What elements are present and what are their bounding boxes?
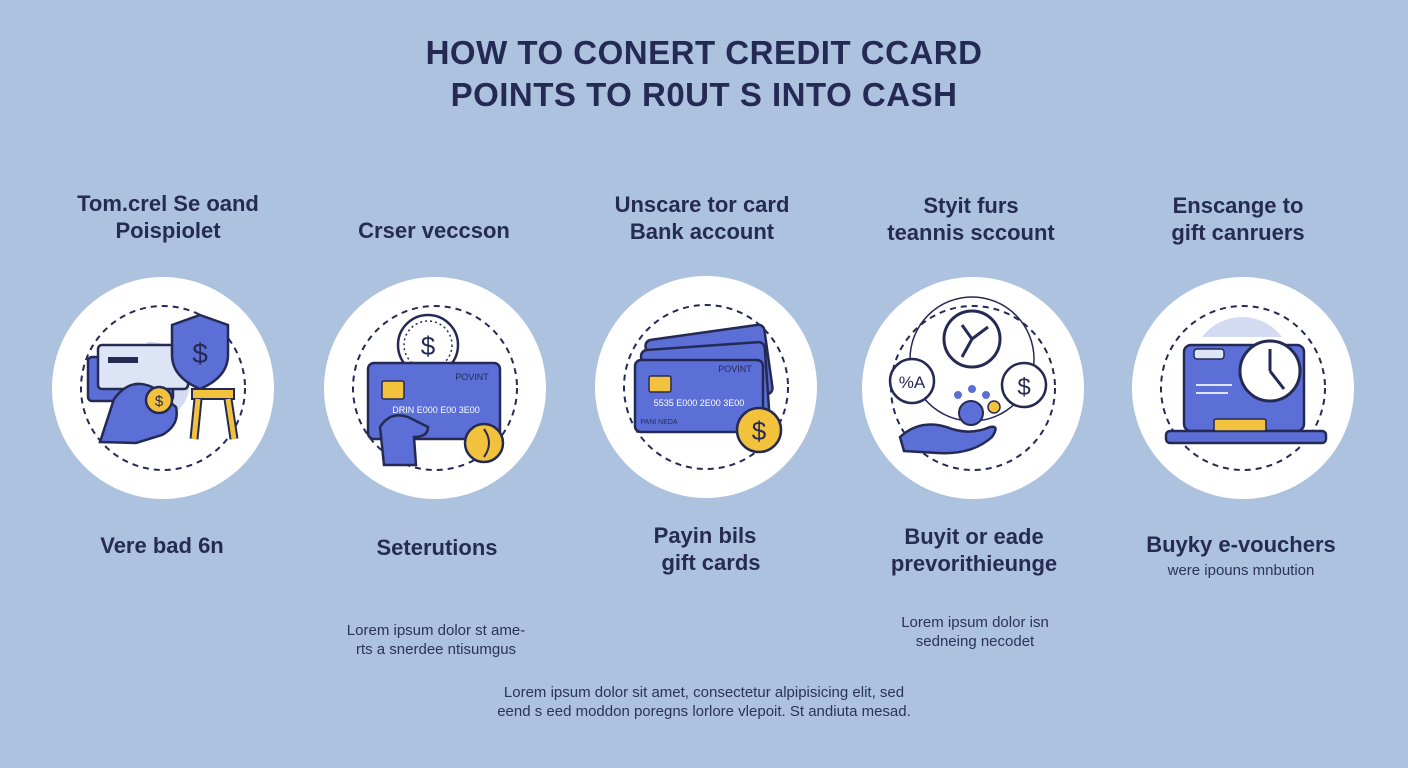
step-1-caption: Vere bad 6n [100, 533, 224, 558]
svg-text:$: $ [421, 331, 436, 361]
step-2-caption: Seterutions [376, 535, 498, 560]
step-5-note: were ipouns mnbution [1167, 562, 1315, 579]
step-2-circle: $ POVINT DRIN E000 E00 3E00 [324, 277, 546, 499]
step-4-note: Lorem ipsum dolor isn sedneing necodet [901, 614, 1049, 650]
svg-text:PANI NEDA: PANI NEDA [640, 419, 678, 426]
exchange-clock-hand-icon: %A $ [888, 296, 1056, 471]
step-4-heading: Styit furs teannis sccount [887, 193, 1055, 245]
step-1-heading: Tom.crel Se oand Poispiolet [77, 191, 259, 243]
step-3-circle: POVINT 5535 E000 2E00 3E00 PANI NEDA $ [595, 276, 817, 498]
svg-text:POVINT: POVINT [455, 372, 489, 382]
step-1-circle: $ $ [52, 277, 274, 499]
credit-card-hand-coin-icon: $ POVINT DRIN E000 E00 3E00 [352, 305, 518, 471]
step-5-heading: Enscange to gift canruers [1171, 193, 1305, 245]
footer-text: Lorem ipsum dolor sit amet, consectetur … [497, 684, 911, 720]
title-line-2: POINTS TO R0UT S INTO CASH [450, 76, 958, 113]
step-5-caption: Buyky e-vouchers [1146, 532, 1336, 557]
step-3-heading: Unscare tor card Bank account [614, 192, 790, 244]
step-4-circle: %A $ [862, 277, 1084, 499]
step-4-caption: Buyit or eade prevorithieunge [890, 524, 1058, 576]
title-line-1: HOW TO CONERT CREDIT CCARD [425, 34, 983, 71]
svg-text:$: $ [1017, 374, 1030, 401]
svg-text:POVINT: POVINT [718, 364, 752, 374]
stacked-cards-dollar-icon: POVINT 5535 E000 2E00 3E00 PANI NEDA $ [623, 304, 789, 470]
svg-text:$: $ [155, 393, 164, 410]
svg-text:%A: %A [899, 373, 926, 392]
svg-text:$: $ [752, 416, 767, 446]
svg-text:DRIN E000 E00 3E00: DRIN E000 E00 3E00 [392, 405, 480, 415]
step-2-note: Lorem ipsum dolor st ame- rts a snerdee … [346, 622, 526, 658]
page-title: HOW TO CONERT CREDIT CCARD POINTS TO R0U… [0, 32, 1408, 116]
laptop-clock-voucher-icon [1160, 305, 1328, 471]
card-stack-shield-coin-icon: $ $ [80, 305, 246, 471]
step-2-heading: Crser veccson [358, 218, 510, 243]
svg-text:$: $ [192, 338, 208, 369]
step-3-caption: Payin bils gift cards [653, 523, 761, 575]
step-5-circle [1132, 277, 1354, 499]
svg-text:5535 E000 2E00 3E00: 5535 E000 2E00 3E00 [654, 398, 745, 408]
